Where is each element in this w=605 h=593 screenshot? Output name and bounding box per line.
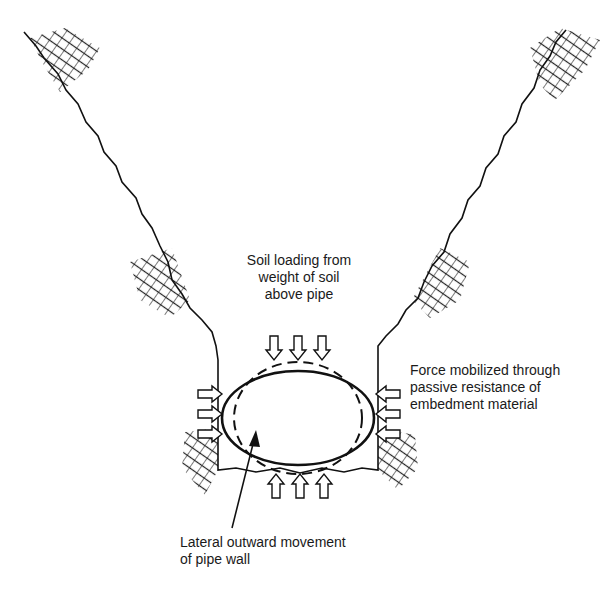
movement-label: Lateral outward movement of pipe wall <box>180 534 360 568</box>
force-arrow <box>266 336 282 360</box>
pipe-deformed <box>222 371 374 465</box>
resistance-label: Force mobilized through passive resistan… <box>410 362 570 413</box>
load-arrows <box>198 336 400 498</box>
force-arrow <box>292 474 308 498</box>
force-arrow <box>376 426 400 442</box>
force-arrow <box>314 336 330 360</box>
force-arrow <box>268 474 284 498</box>
force-arrow <box>290 336 306 360</box>
force-arrow <box>198 426 222 442</box>
load-label: Soil loading from weight of soil above p… <box>238 252 360 303</box>
leader-line <box>232 440 254 528</box>
force-arrow <box>198 406 222 422</box>
force-arrow <box>316 474 332 498</box>
force-arrow <box>376 386 400 402</box>
force-arrow <box>376 406 400 422</box>
rock-hatching <box>30 28 600 495</box>
leader-arrowhead <box>249 430 260 447</box>
force-arrow <box>198 386 222 402</box>
pipe-original <box>234 362 362 474</box>
